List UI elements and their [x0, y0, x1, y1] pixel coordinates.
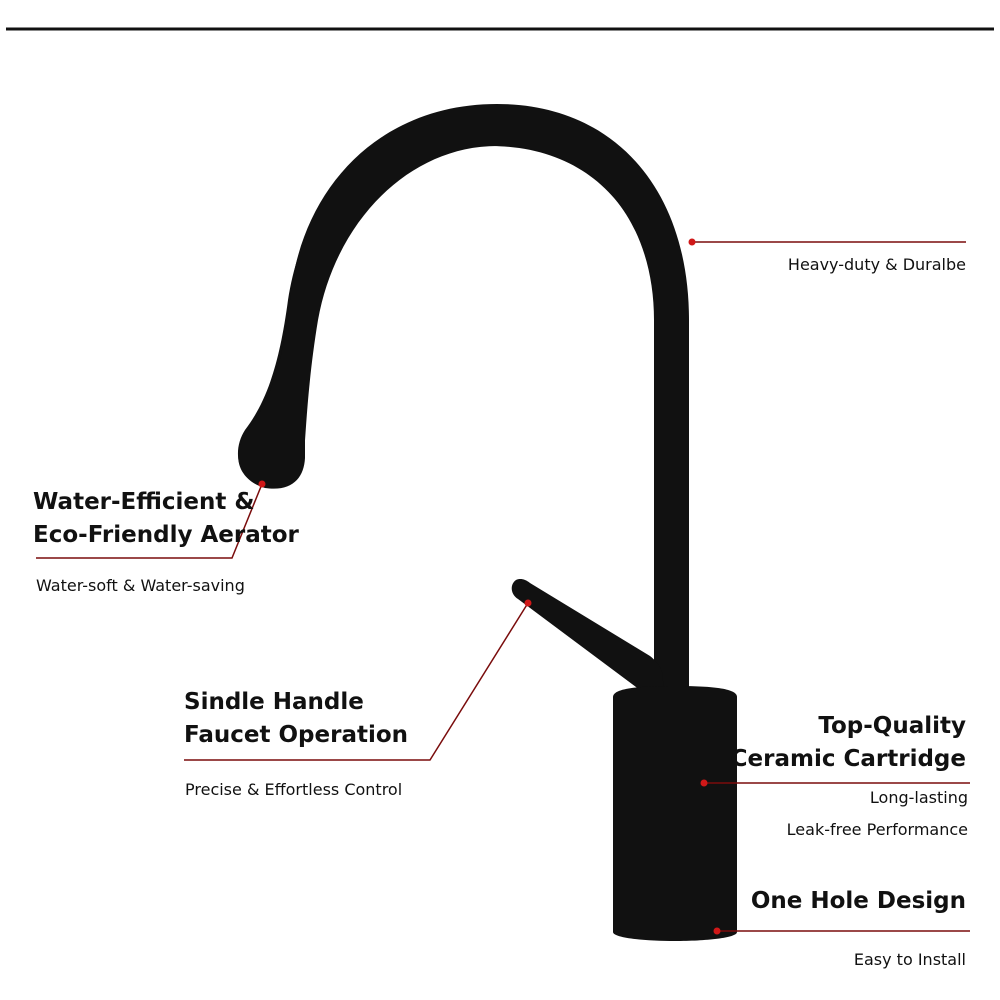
marker-dot-hole	[713, 927, 721, 935]
cartridge-subtitle-line1: Long-lasting	[869, 788, 968, 807]
base-cylinder	[613, 686, 737, 941]
cartridge-title-line2: Ceramic Cartridge	[730, 746, 966, 772]
leader-lines	[36, 241, 970, 932]
marker-dot-aerator	[258, 480, 266, 488]
aerator-title-line1: Water-Efficient &	[33, 489, 255, 515]
handle-title-line1: Sindle Handle	[184, 689, 364, 715]
faucet-icon	[237, 104, 737, 941]
marker-dots	[258, 238, 721, 935]
hole-title: One Hole Design	[750, 888, 966, 914]
body-subtitle: Heavy-duty & Duralbe	[787, 255, 966, 274]
cartridge-subtitle-line2: Leak-free Performance	[786, 820, 968, 839]
handle-subtitle: Precise & Effortless Control	[185, 780, 403, 799]
gooseneck-spout-solid	[238, 104, 690, 690]
cartridge-title-line1: Top-Quality	[818, 713, 966, 739]
handle-title-line2: Faucet Operation	[184, 722, 409, 748]
marker-dot-body	[688, 238, 696, 246]
aerator-subtitle: Water-soft & Water-saving	[36, 576, 245, 595]
leader-line-aerator	[36, 483, 263, 559]
marker-dot-handle	[524, 599, 532, 607]
handle-lever	[511, 579, 664, 690]
aerator-title-line2: Eco-Friendly Aerator	[33, 522, 299, 548]
leader-line-handle	[184, 602, 529, 761]
hole-subtitle: Easy to Install	[853, 950, 966, 969]
marker-dot-cartridge	[700, 779, 708, 787]
